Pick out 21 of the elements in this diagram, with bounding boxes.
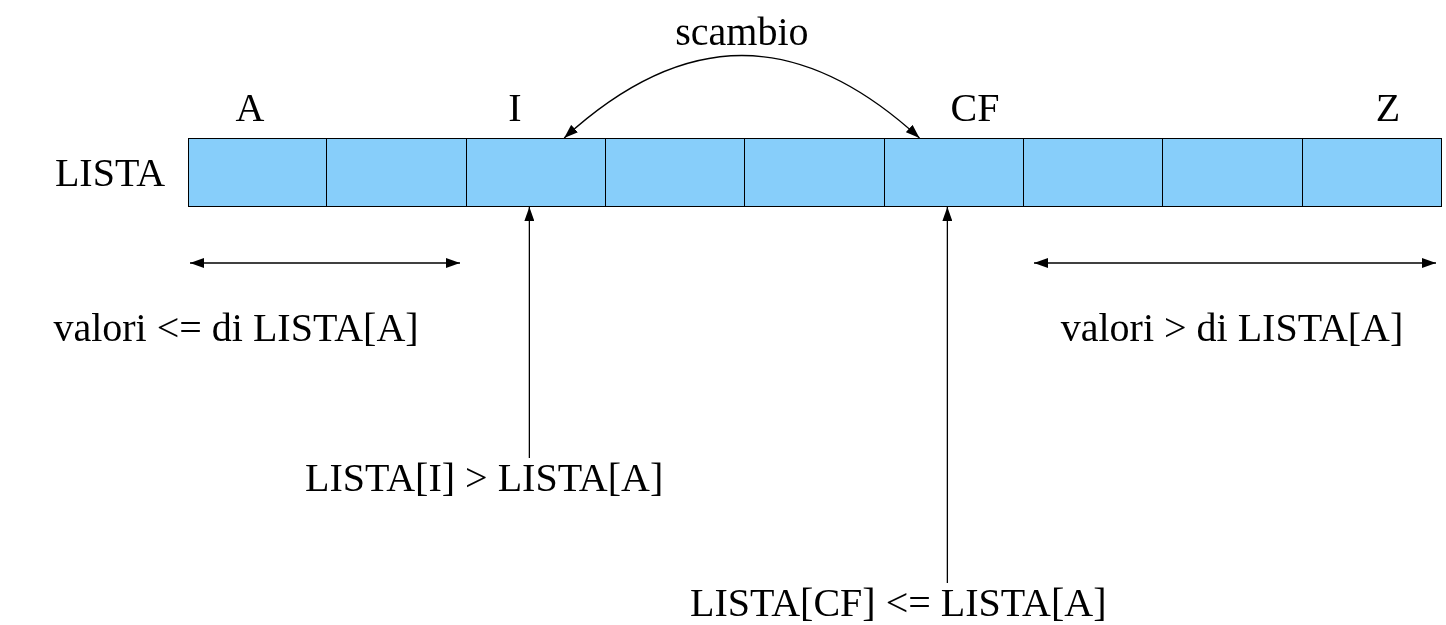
condition-text: LISTA[CF] <= LISTA[A] — [690, 583, 1107, 623]
arrow — [942, 206, 953, 584]
array-cell — [744, 138, 885, 207]
array-cell — [465, 138, 606, 207]
index-label: I — [508, 88, 522, 128]
index-label: Z — [1375, 88, 1401, 128]
array-cell — [1023, 138, 1164, 207]
array-cell — [883, 138, 1024, 207]
array-cell — [1162, 138, 1303, 207]
array-cell — [1301, 138, 1442, 207]
array-cell — [188, 138, 328, 207]
arrow — [524, 206, 535, 459]
array-name-label: LISTA — [54, 153, 166, 193]
range-label: valori <= di LISTA[A] — [53, 308, 419, 348]
array-cell — [605, 138, 746, 207]
array-cell — [326, 138, 467, 207]
index-label: CF — [950, 88, 1000, 128]
index-label: A — [235, 88, 265, 128]
range-label: valori > di LISTA[A] — [1060, 308, 1404, 348]
condition-text: LISTA[I] > LISTA[A] — [305, 458, 664, 498]
arrow — [563, 54, 921, 139]
